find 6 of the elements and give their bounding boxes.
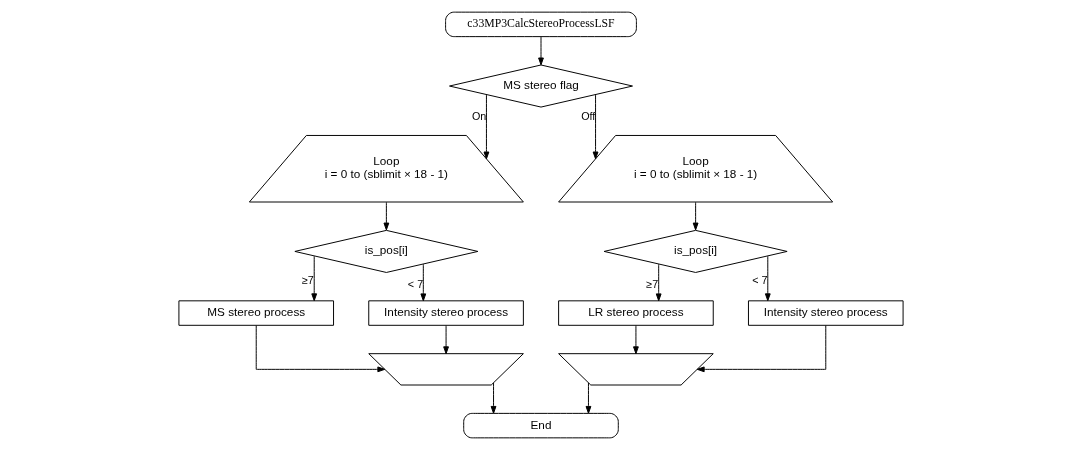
edge-label: ≥7 [645,277,658,290]
edge-label: ≥7 [301,273,314,286]
edge-label: < 7 [407,277,423,290]
edge-label: Off [580,110,595,123]
edge-label: On [471,110,486,123]
edge-label: < 7 [751,273,768,286]
